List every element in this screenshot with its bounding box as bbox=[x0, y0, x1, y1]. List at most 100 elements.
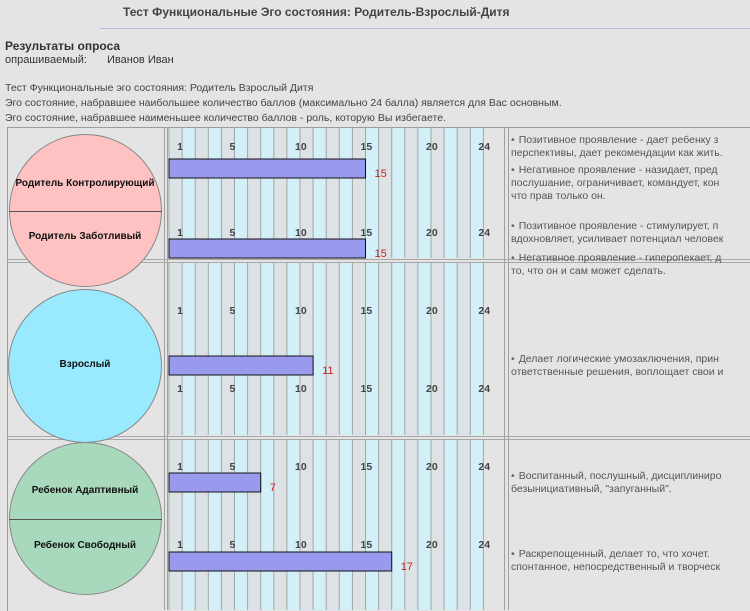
grid-stripe bbox=[417, 263, 431, 435]
bar-value-label: 11 bbox=[322, 365, 333, 377]
grid-stripe bbox=[195, 440, 209, 610]
grid-stripe bbox=[313, 263, 327, 435]
grid-stripe bbox=[404, 440, 418, 610]
table-col-border bbox=[504, 127, 505, 610]
grid-stripe bbox=[431, 128, 445, 258]
respondent-label: опрашиваемый: bbox=[5, 54, 87, 66]
bullet-icon: • bbox=[511, 548, 515, 560]
description-line: перспективы, дает рекомендации как жить. bbox=[511, 147, 723, 159]
bar bbox=[168, 238, 366, 259]
ego-label-nurturing-parent: Родитель Заботливый bbox=[28, 231, 142, 242]
grid-stripe bbox=[417, 440, 431, 610]
grid-stripe bbox=[444, 440, 458, 610]
grid-stripe bbox=[365, 263, 379, 435]
grid-stripe bbox=[378, 440, 392, 610]
description-line: •Позитивное проявление - дает ребенку з bbox=[511, 134, 719, 146]
tick-label: 20 bbox=[426, 539, 438, 551]
respondent-name: Иванов Иван bbox=[107, 54, 174, 66]
tick-label: 5 bbox=[230, 461, 236, 473]
description-line: •Негативное проявление - гиперопекает, д bbox=[511, 252, 722, 264]
tick-label: 15 bbox=[361, 383, 373, 395]
tick-label: 20 bbox=[426, 383, 438, 395]
grid-stripe bbox=[470, 440, 484, 610]
tick-label: 15 bbox=[361, 305, 373, 317]
grid-stripe bbox=[208, 263, 222, 435]
tick-label: 1 bbox=[177, 227, 183, 239]
tick-label: 24 bbox=[478, 141, 490, 153]
grid-stripe bbox=[457, 263, 471, 435]
child-circle bbox=[9, 442, 162, 595]
bullet-icon: • bbox=[511, 164, 515, 176]
grid-stripe bbox=[326, 440, 340, 610]
adult-circle bbox=[8, 289, 162, 443]
table-row-border bbox=[7, 436, 750, 437]
grid-stripe bbox=[457, 128, 471, 258]
grid-stripe bbox=[286, 263, 300, 435]
grid-stripe bbox=[273, 263, 287, 435]
table-row-border bbox=[7, 439, 750, 440]
tick-label: 10 bbox=[295, 539, 307, 551]
grid-stripe bbox=[339, 263, 353, 435]
bullet-icon: • bbox=[511, 353, 515, 365]
grid-stripe bbox=[313, 440, 327, 610]
tick-label: 10 bbox=[295, 461, 307, 473]
grid-stripe bbox=[457, 440, 471, 610]
child-circle-divider bbox=[9, 519, 162, 520]
bullet-icon: • bbox=[511, 470, 515, 482]
grid-stripe bbox=[273, 440, 287, 610]
table-col-border bbox=[167, 127, 168, 610]
grid-stripe bbox=[260, 263, 274, 435]
grid-stripe bbox=[404, 263, 418, 435]
intro-line-3: Эго состояние, набравшее наименьшее коли… bbox=[5, 112, 446, 124]
grid-stripe bbox=[378, 128, 392, 258]
description-line: спонтанное, непосредственный и творческ bbox=[511, 561, 721, 573]
description-line: то, что он и сам может сделать. bbox=[511, 265, 666, 277]
tick-label: 24 bbox=[478, 461, 490, 473]
tick-label: 20 bbox=[426, 305, 438, 317]
description-line: что прав только он. bbox=[511, 190, 606, 202]
tick-label: 5 bbox=[230, 305, 236, 317]
tick-label: 1 bbox=[177, 461, 183, 473]
grid-stripe bbox=[431, 263, 445, 435]
tick-label: 24 bbox=[478, 539, 490, 551]
bar-value-label: 15 bbox=[375, 168, 387, 180]
grid-stripe bbox=[221, 263, 235, 435]
grid-stripe bbox=[247, 440, 261, 610]
tick-label: 10 bbox=[295, 141, 307, 153]
grid-stripe bbox=[300, 263, 314, 435]
bullet-icon: • bbox=[511, 134, 515, 146]
description-line: вдохновляет, усиливает потенциал человек bbox=[511, 233, 724, 245]
grid-stripe bbox=[365, 128, 379, 258]
grid-stripe bbox=[444, 128, 458, 258]
grid-stripe bbox=[470, 128, 484, 258]
ego-label-free-child: Ребенок Свободный bbox=[33, 540, 137, 551]
grid-stripe bbox=[260, 440, 274, 610]
grid-stripe bbox=[247, 263, 261, 435]
grid-stripe bbox=[391, 440, 405, 610]
description-item: •Раскрепощенный, делает то, что хочет. с… bbox=[511, 548, 720, 574]
tick-label: 1 bbox=[177, 383, 183, 395]
tick-label: 15 bbox=[361, 227, 373, 239]
tick-label: 20 bbox=[426, 227, 438, 239]
grid-stripe bbox=[352, 263, 366, 435]
grid-stripe bbox=[391, 263, 405, 435]
grid-stripe bbox=[339, 440, 353, 610]
tick-label: 24 bbox=[478, 383, 490, 395]
grid-stripe bbox=[234, 263, 248, 435]
table-row-border bbox=[7, 259, 750, 260]
parent-circle bbox=[9, 134, 162, 287]
tick-label: 1 bbox=[177, 305, 183, 317]
grid-stripe bbox=[378, 263, 392, 435]
grid-stripe bbox=[431, 440, 445, 610]
tick-label: 1 bbox=[177, 141, 183, 153]
description-line: •Позитивное проявление - стимулирует, п bbox=[511, 220, 719, 232]
grid-stripe bbox=[195, 263, 209, 435]
tick-label: 24 bbox=[478, 305, 490, 317]
grid-stripe bbox=[234, 440, 248, 610]
tick-label: 15 bbox=[361, 141, 373, 153]
description-line: •Негативное проявление - назидает, пред bbox=[511, 164, 718, 176]
grid-stripe bbox=[169, 263, 183, 435]
grid-stripe bbox=[470, 263, 484, 435]
